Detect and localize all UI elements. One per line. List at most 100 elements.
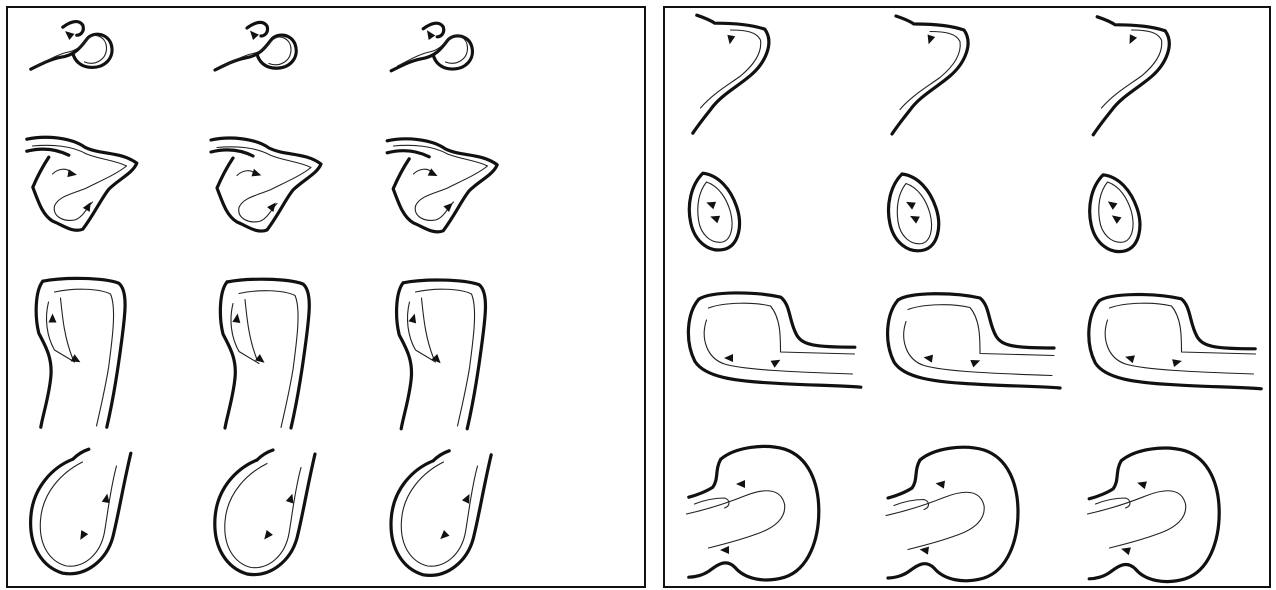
cavity-wall [27, 149, 69, 155]
cavity-wall [257, 450, 273, 460]
cavity-wall [699, 293, 855, 347]
flow-arrow-icon [1172, 359, 1182, 367]
streamline [698, 182, 732, 242]
cavity-wall [433, 451, 449, 461]
cavity-wall [1090, 175, 1140, 252]
flow-arrow-icon [1130, 34, 1138, 44]
flow-arrow-icon [462, 494, 470, 504]
right-r3-c2-side-pocket [884, 292, 1062, 392]
right-r4-c2-round-cavity [884, 444, 1024, 584]
streamline [61, 298, 73, 358]
left-r2-c2-arrowhead-lobe [207, 134, 327, 244]
left-r4-c3-sac-bulb [382, 448, 502, 588]
flow-arrow-icon [936, 481, 945, 489]
left-r1-c3-loop-hook [382, 14, 482, 84]
right-r3-c1-side-pocket [686, 292, 864, 392]
flow-arrow-icon [970, 360, 980, 367]
cavity-wall [689, 173, 739, 250]
flow-arrow-icon [428, 168, 438, 176]
cavity-wall [387, 151, 429, 157]
streamline [422, 298, 434, 358]
flow-arrow-icon [910, 216, 920, 224]
flow-arrow-icon [408, 314, 416, 324]
right-r2-c2-small-oval [884, 170, 946, 256]
flow-arrow-icon [1108, 201, 1118, 210]
streamline [33, 145, 127, 220]
right-r2-c1-small-oval [686, 170, 748, 256]
streamline [900, 32, 960, 110]
cavity-wall [697, 15, 715, 23]
flow-arrow-icon [443, 203, 452, 212]
cavity-wall [888, 447, 1018, 581]
flow-arrow-icon [80, 530, 88, 540]
flow-arrow-icon [102, 494, 110, 504]
right-r1-c3-arc-tube [1084, 16, 1180, 140]
left-r3-c3-upright-channel [382, 278, 502, 436]
cavity-wall [63, 22, 84, 36]
flow-arrow-icon [906, 202, 916, 210]
right-r1-c1-arc-tube [686, 16, 782, 140]
streamline [695, 498, 730, 508]
cavity-wall [896, 16, 914, 24]
cavity-wall [898, 294, 1054, 348]
flow-arrow-icon [710, 216, 720, 224]
cavity-wall [391, 36, 472, 71]
left-r4-c1-sac-bulb [24, 448, 144, 588]
right-r3-c3-side-pocket [1084, 292, 1262, 392]
cavity-wall [1099, 295, 1255, 349]
cavity-wall [1089, 448, 1219, 582]
flow-arrow-icon [724, 354, 733, 362]
flow-arrow-icon [232, 314, 240, 323]
streamline [1110, 303, 1256, 354]
streamline [687, 491, 785, 548]
flow-arrow-icon [83, 202, 91, 212]
right-r4-c1-round-cavity [686, 444, 826, 584]
right-r2-c3-small-oval [1084, 170, 1146, 256]
flow-arrow-icon [727, 35, 735, 45]
left-r1-c1-loop-hook [24, 14, 124, 84]
cavity-wall [888, 460, 920, 498]
left-r3-c2-upright-channel [207, 278, 327, 436]
flow-arrow-icon [251, 169, 261, 177]
flow-arrow-icon [67, 169, 77, 177]
cavity-wall [1089, 301, 1261, 389]
cavity-wall [689, 459, 721, 497]
flow-arrow-icon [1137, 481, 1147, 489]
flow-arrow-icon [49, 314, 57, 323]
streamline [894, 500, 929, 510]
left-r1-c2-loop-hook [207, 14, 307, 84]
cavity-wall [403, 280, 485, 429]
streamline [414, 169, 432, 174]
flow-arrow-icon [264, 530, 273, 540]
cavity-wall [689, 446, 819, 580]
streamline [55, 289, 114, 426]
cavity-wall [211, 150, 253, 156]
left-r3-c1-upright-channel [24, 278, 144, 436]
left-r4-c2-sac-bulb [207, 448, 327, 588]
streamline [239, 291, 298, 428]
flow-arrow-icon [1125, 355, 1135, 363]
flow-arrow-icon [736, 480, 745, 488]
streamline [416, 289, 475, 426]
cavity-wall [36, 281, 51, 427]
cavity-wall [73, 449, 89, 459]
streamline [897, 184, 931, 244]
streamline [886, 492, 984, 549]
flow-arrow-icon [920, 547, 929, 555]
flow-arrow-icon [720, 546, 729, 554]
cavity-wall [1089, 461, 1121, 499]
streamline [1096, 498, 1131, 508]
flow-arrow-icon [924, 355, 933, 363]
flow-arrow-icon [706, 202, 716, 210]
left-r2-c1-arrowhead-lobe [24, 134, 144, 244]
flow-arrow-icon [1121, 547, 1131, 555]
right-r4-c3-round-cavity [1084, 444, 1224, 584]
cavity-wall [1097, 17, 1115, 25]
right-r1-c2-arc-tube [884, 16, 980, 140]
streamline [40, 462, 116, 566]
flow-arrow-icon [286, 494, 294, 504]
streamline [401, 462, 477, 566]
cavity-wall [889, 174, 939, 251]
flow-arrow-icon [65, 31, 74, 40]
flow-arrow-icon [427, 30, 435, 40]
